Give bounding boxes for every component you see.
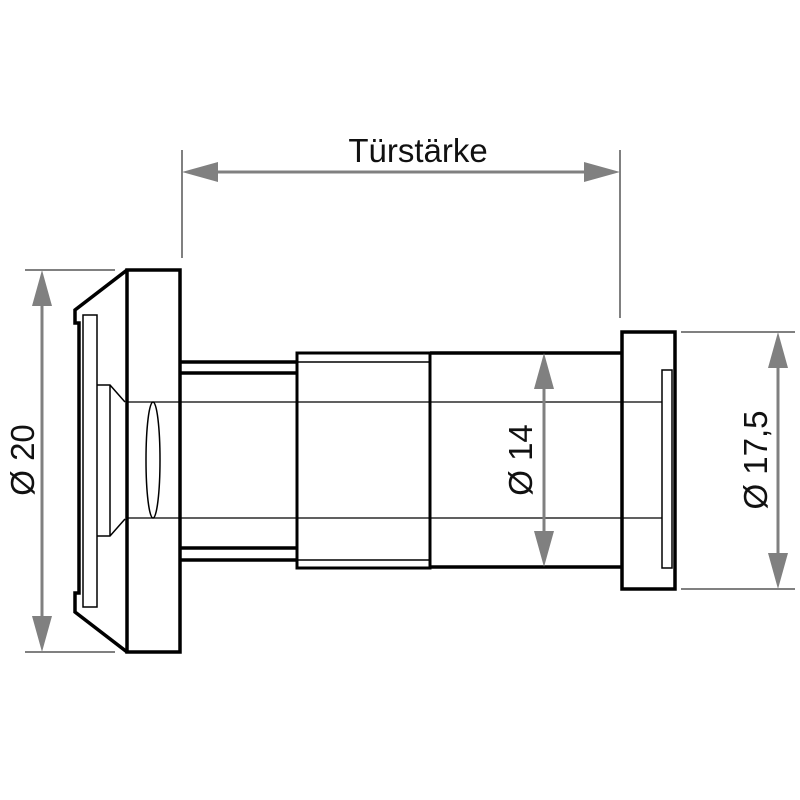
outer-diameter-label: Ø 20: [4, 424, 41, 496]
lens: [145, 401, 161, 519]
tube-left: [180, 360, 297, 562]
bore-lines: [127, 401, 662, 519]
tube-diameter-label: Ø 14: [502, 424, 539, 496]
door-thickness-label: Türstärke: [348, 132, 487, 169]
tube-right: [430, 351, 622, 569]
outer-cap: [73, 268, 129, 654]
inner-flange: [620, 330, 677, 591]
viewer-body: [73, 268, 677, 654]
dimension-lines: [25, 150, 795, 653]
outer-flange: [125, 268, 182, 654]
sleeve: [295, 351, 432, 570]
inner-flange-rect: [661, 369, 673, 569]
inner-diameter-label: Ø 17,5: [737, 410, 774, 509]
cap-inner-rect: [82, 314, 98, 608]
cap-step: [97, 384, 126, 537]
